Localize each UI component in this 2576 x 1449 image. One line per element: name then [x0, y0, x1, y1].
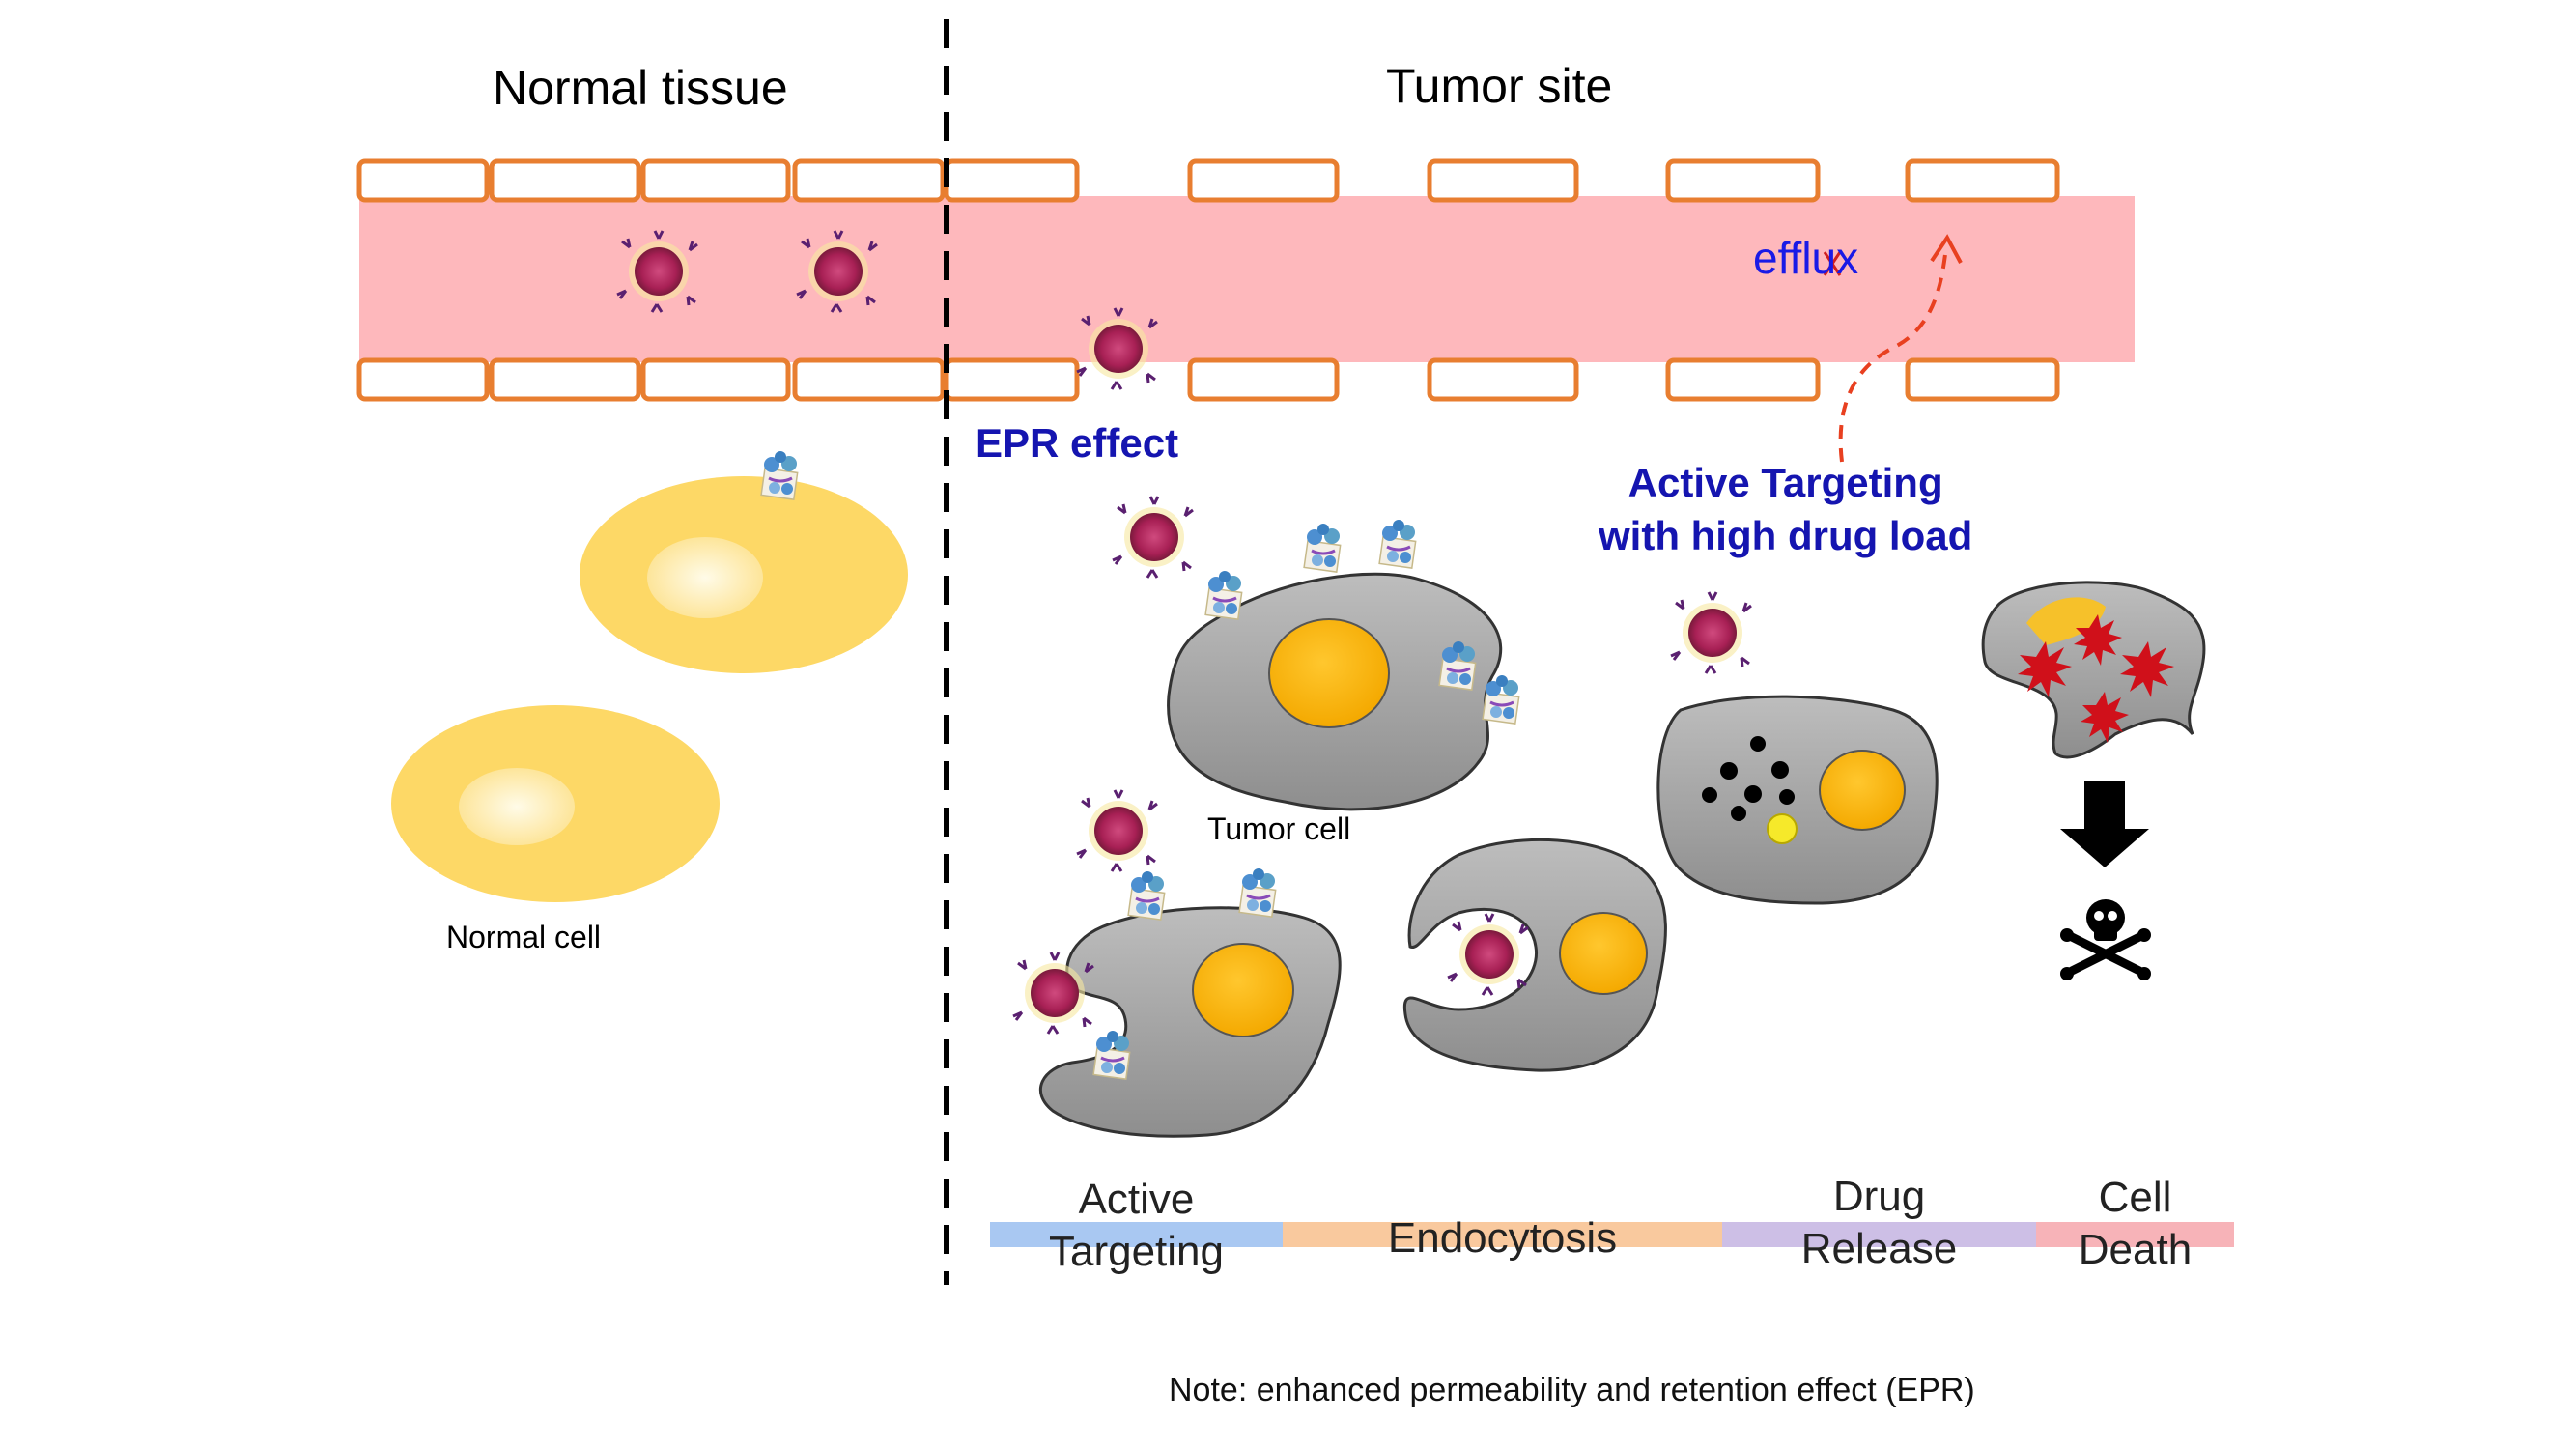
- normal-tissue-title: Normal tissue: [493, 61, 788, 115]
- normal-cell-label: Normal cell: [446, 920, 602, 954]
- tumor-cell-main: [1167, 572, 1503, 811]
- normal-cell-upper: [580, 476, 908, 673]
- stage-label-active-targeting: Active Targeting: [990, 1174, 1283, 1278]
- endothelial-cells-bottom: [356, 357, 2060, 402]
- nanoparticle-icon: [1446, 912, 1530, 997]
- stage-band: [2036, 1222, 2234, 1247]
- tumor-cell-endocytosis: [1402, 838, 1667, 1072]
- tumor-site-title: Tumor site: [1386, 59, 1613, 113]
- dying-tumor-cell: [1981, 581, 2206, 759]
- nucleus: [1559, 912, 1648, 995]
- vessel-lumen: [359, 196, 2135, 362]
- antibody-icon: [1237, 867, 1278, 919]
- stage-line1: Active: [1078, 1176, 1195, 1223]
- antibody-icon: [1203, 569, 1244, 621]
- stage-line2: Release: [1800, 1225, 1958, 1272]
- stage-band: [990, 1222, 1283, 1247]
- stage-line2: Targeting: [1048, 1228, 1224, 1275]
- released-particle: [1767, 813, 1798, 844]
- antibody-icon: [1377, 518, 1418, 570]
- drug-molecules: [1702, 736, 1795, 821]
- tumor-cell-binding: [1039, 906, 1342, 1138]
- skull-crossbones-icon: [2060, 899, 2151, 980]
- stage-line2: Endocytosis: [1387, 1214, 1618, 1262]
- nucleus: [1192, 943, 1294, 1037]
- tumor-cell-drug-release: [1656, 695, 1939, 905]
- stage-line1: Drug: [1832, 1173, 1926, 1220]
- antibody-icon: [1302, 522, 1343, 574]
- footnote: Note: enhanced permeability and retentio…: [1169, 1372, 1975, 1408]
- antibody-icon: [759, 449, 800, 501]
- stage-label-cell-death: Cell Death: [2036, 1172, 2234, 1276]
- stage-band: [1283, 1222, 1722, 1247]
- stage-bar: [990, 1222, 2234, 1247]
- down-arrow-icon: [2060, 781, 2149, 867]
- stage-band: [1722, 1222, 2036, 1247]
- stage-line1: Cell: [2098, 1174, 2172, 1221]
- stage-label-drug-release: Drug Release: [1722, 1171, 2036, 1275]
- nanoparticle-icon: [1075, 788, 1159, 873]
- stage-line2: Death: [2078, 1226, 2193, 1273]
- nucleus: [1819, 750, 1906, 831]
- active-targeting-label: Active Targeting with high drug load: [1599, 456, 1972, 562]
- normal-cell-lower: [391, 705, 720, 902]
- stage-label-endocytosis: Endocytosis: [1283, 1212, 1722, 1264]
- active-targeting-line1: Active Targeting: [1628, 460, 1943, 505]
- efflux-arrow-head: [1930, 234, 1963, 264]
- endothelial-cells-top: [356, 158, 2060, 203]
- antibody-icon: [1126, 869, 1167, 922]
- epr-effect-label: EPR effect: [976, 420, 1179, 466]
- nanoparticle-icon: [1669, 590, 1753, 675]
- active-targeting-line2: with high drug load: [1599, 513, 1973, 558]
- efflux-label: efflux: [1753, 233, 1859, 283]
- efflux-arrow: [1838, 245, 1948, 463]
- nucleus: [1268, 618, 1390, 728]
- tumor-cell-label: Tumor cell: [1207, 811, 1351, 846]
- antibody-icon: [1091, 1029, 1132, 1081]
- starburst-icon: [2018, 614, 2174, 743]
- nanoparticle-icon: [1111, 495, 1195, 580]
